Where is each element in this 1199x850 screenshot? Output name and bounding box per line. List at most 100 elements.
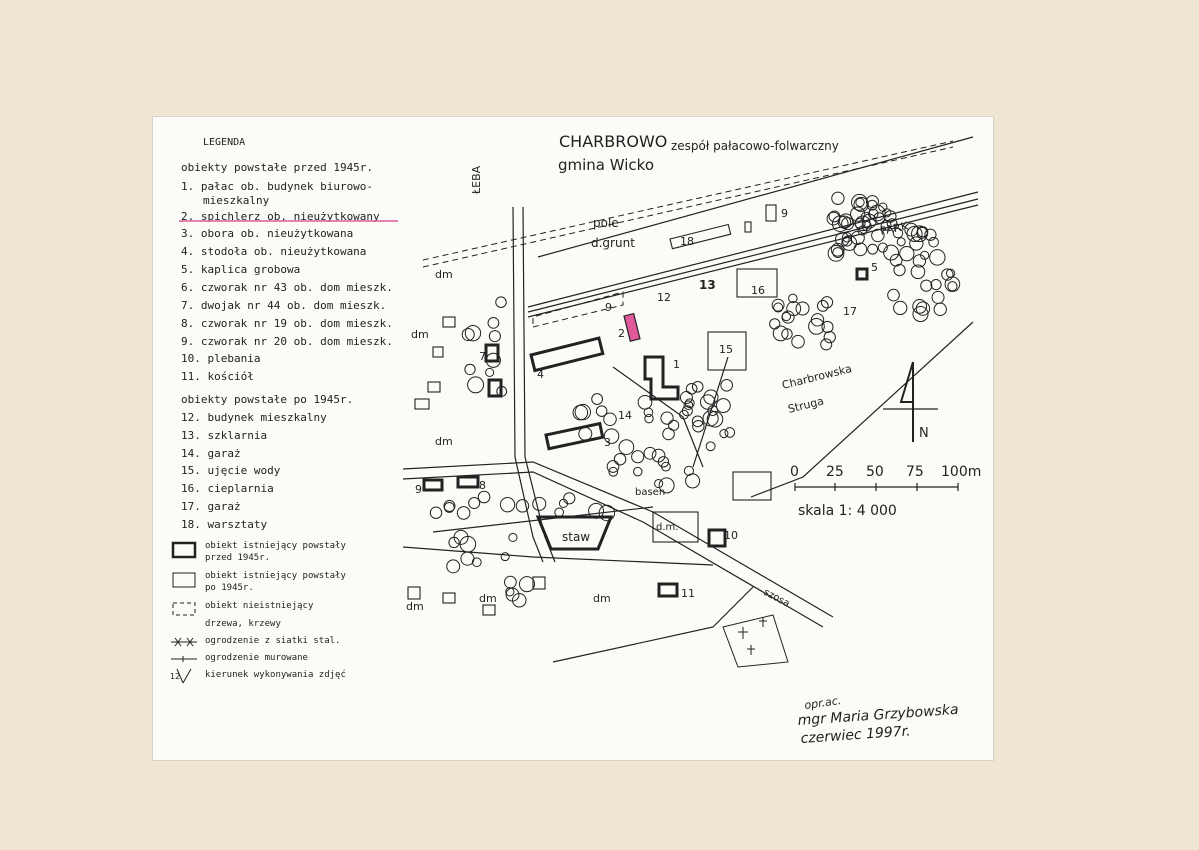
author-line: opr.ac. xyxy=(804,694,842,712)
tree-symbol xyxy=(707,405,719,416)
legend-heading: LEGENDA xyxy=(203,137,246,148)
tree-symbol xyxy=(896,237,906,247)
tree-symbol xyxy=(820,296,834,309)
building-number: 16 xyxy=(751,284,765,297)
tree-symbol xyxy=(850,206,866,222)
tree-symbol xyxy=(878,202,888,212)
tree-symbol xyxy=(834,232,850,247)
tree-symbol xyxy=(464,363,476,376)
label-pond: staw xyxy=(562,530,590,544)
legend-symbol-text: ogrodzenie z siatki stal. xyxy=(205,636,341,646)
tree-symbol xyxy=(429,506,443,519)
tree-symbol xyxy=(773,302,784,313)
tree-symbol xyxy=(924,228,937,241)
tree-symbol xyxy=(715,398,731,414)
tree-symbol xyxy=(868,204,886,222)
tree-symbol xyxy=(851,193,868,211)
label-dm: dm xyxy=(593,592,611,605)
tree-symbol xyxy=(683,465,694,476)
legend-item: 7. dwojak nr 44 ob. dom mieszk. xyxy=(181,299,387,312)
legend-item-highlighted: 2. spichlerz ob. nieużytkowany xyxy=(181,210,380,223)
tree-symbol xyxy=(485,352,501,368)
map-subtitle: zespół pałacowo-folwarczny xyxy=(671,139,839,153)
north-label: N xyxy=(919,426,929,441)
legend-panel: LEGENDA obiekty powstałe przed 1945r. 1.… xyxy=(153,117,413,760)
label-grunt: d.grunt xyxy=(591,236,635,250)
map-title: CHARBROWO xyxy=(559,132,667,151)
tree-symbol xyxy=(911,225,928,243)
label-dm: dm xyxy=(406,600,424,613)
legend-symbol-text: ogrodzenie murowane xyxy=(205,653,308,663)
tree-symbol xyxy=(679,391,693,405)
building-number: 4 xyxy=(537,368,544,381)
tree-symbol xyxy=(508,532,518,543)
pre-1945-buildings xyxy=(422,267,869,598)
tree-symbol xyxy=(477,490,491,504)
tree-symbol xyxy=(831,191,845,205)
building-number: 5 xyxy=(871,261,878,274)
legend-symbol-text: przed 1945r. xyxy=(205,553,271,563)
tree-symbol xyxy=(643,407,654,418)
tree-symbol xyxy=(643,446,657,460)
tree-symbol xyxy=(830,242,845,257)
building-number: 15 xyxy=(719,343,733,356)
tree-symbol xyxy=(691,380,704,393)
building-number: 1 xyxy=(673,358,680,371)
building-numbers: 1 2 3 4 5 7 8 9 10 11 12 13 14 15 16 17 … xyxy=(415,207,878,600)
tree-symbol xyxy=(532,496,547,511)
scale-label: skala 1: 4 000 xyxy=(798,503,897,519)
tree-symbol xyxy=(658,477,675,494)
building-number: 9 xyxy=(781,207,788,220)
tree-symbol xyxy=(464,324,482,342)
tree-symbol xyxy=(769,318,781,330)
tree-symbol xyxy=(877,242,888,253)
tree-symbol xyxy=(705,441,716,452)
tree-symbol xyxy=(512,592,527,608)
tree-symbol xyxy=(692,419,705,433)
scale-tick: 50 xyxy=(866,464,884,480)
tree-symbol xyxy=(618,439,635,455)
building-number: 9 xyxy=(605,301,612,314)
tree-symbol xyxy=(841,217,855,231)
scale-tick: 75 xyxy=(906,464,924,480)
building-number: 18 xyxy=(680,235,694,248)
tree-symbol xyxy=(850,230,865,245)
tree-symbol xyxy=(915,301,931,316)
label-field: pole xyxy=(593,216,619,230)
tree-symbol xyxy=(945,268,956,278)
tree-symbol xyxy=(499,497,516,513)
tree-symbol xyxy=(791,334,805,349)
tree-symbol xyxy=(563,492,576,505)
tree-symbol xyxy=(841,235,858,251)
tree-symbol xyxy=(606,460,620,473)
tree-symbol xyxy=(816,300,829,312)
building-number: 10 xyxy=(724,529,738,542)
tree-symbol xyxy=(944,276,961,292)
building-number: 7 xyxy=(479,350,486,363)
tree-symbol xyxy=(456,506,471,520)
tree-symbol xyxy=(503,575,517,589)
tree-symbols xyxy=(429,191,961,608)
tree-symbol xyxy=(591,393,604,405)
tree-symbol xyxy=(899,245,915,262)
tree-symbol xyxy=(684,398,695,409)
legend-item: 8. czworak nr 19 ob. dom mieszk. xyxy=(181,317,393,330)
tree-symbol xyxy=(706,410,724,428)
legend-section-before: obiekty powstałe przed 1945r. xyxy=(181,161,374,174)
building-number: 9 xyxy=(415,483,422,496)
legend-symbol-text: obiekt istniejący powstały xyxy=(205,571,346,581)
legend-symbol-text: obiekt nieistniejący xyxy=(205,601,314,611)
legend-symbol-text: kierunek wykonywania zdjęć xyxy=(205,670,346,680)
tree-symbol xyxy=(853,242,868,257)
tree-symbol xyxy=(930,278,942,291)
tree-symbol xyxy=(931,290,945,304)
tree-symbol xyxy=(720,378,733,392)
tree-symbol xyxy=(443,501,455,513)
legend-item: 3. obora ob. nieużytkowana xyxy=(181,227,354,240)
scale-tick: 25 xyxy=(826,464,844,480)
tree-symbol xyxy=(518,576,536,593)
tree-symbol xyxy=(467,376,485,394)
tree-symbol xyxy=(500,552,510,562)
building-number: 12 xyxy=(657,291,671,304)
tree-symbol xyxy=(841,232,853,243)
